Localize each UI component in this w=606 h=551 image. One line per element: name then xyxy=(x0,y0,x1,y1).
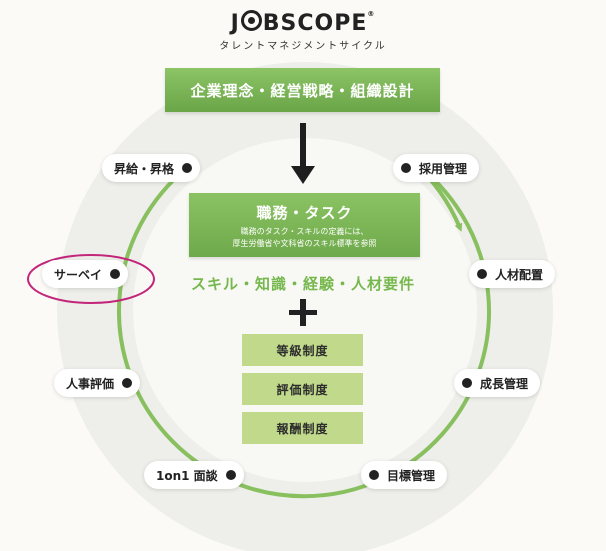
node-placement[interactable]: 人材配置 xyxy=(469,260,556,288)
node-dot xyxy=(401,163,411,173)
plus-vertical xyxy=(300,299,306,326)
node-dot xyxy=(225,470,236,480)
survey-highlight-ellipse xyxy=(27,254,155,304)
node-dot xyxy=(122,378,133,388)
job-task-box: 職務・タスク 職務のタスク・スキルの定義には、 厚生労働省や文科省のスキル標準を… xyxy=(189,193,420,257)
node-promotion[interactable]: 昇給・昇格 xyxy=(102,154,201,182)
node-one-on-one[interactable]: 1on1 面談 xyxy=(144,461,244,489)
node-growth[interactable]: 成長管理 xyxy=(454,369,541,397)
node-label: 目標管理 xyxy=(387,468,436,483)
node-label: 1on1 面談 xyxy=(156,468,218,483)
down-arrow-head xyxy=(291,166,315,184)
corporate-philosophy-banner: 企業理念・経営戦略・組織設計 xyxy=(165,68,440,112)
job-task-description: 職務のタスク・スキルの定義には、 厚生労働省や文科省のスキル標準を参照 xyxy=(232,227,377,248)
node-survey[interactable]: サーベイ xyxy=(42,260,129,288)
node-dot xyxy=(369,470,379,480)
node-dot xyxy=(462,378,472,388)
logo-o-mark xyxy=(240,10,262,31)
skills-requirements-label: スキル・知識・経験・人材要件 xyxy=(190,275,415,293)
job-task-title: 職務・タスク xyxy=(256,204,353,222)
node-label: 人材配置 xyxy=(495,267,544,282)
node-recruitment[interactable]: 採用管理 xyxy=(393,154,480,182)
node-label: 採用管理 xyxy=(419,161,468,176)
node-label: 人事評価 xyxy=(66,376,115,391)
node-evaluation[interactable]: 人事評価 xyxy=(54,369,141,397)
logo-tagline: タレントマネジメントサイクル xyxy=(219,41,387,52)
node-dot xyxy=(477,269,487,279)
grade-system-box: 等級制度 xyxy=(242,334,363,366)
node-dot xyxy=(110,269,121,279)
node-goals[interactable]: 目標管理 xyxy=(361,461,448,489)
node-dot xyxy=(182,163,193,173)
node-label: サーベイ xyxy=(54,267,103,282)
compensation-system-box: 報酬制度 xyxy=(242,412,363,444)
node-label: 昇給・昇格 xyxy=(114,161,175,176)
evaluation-system-box: 評価制度 xyxy=(242,373,363,405)
node-label: 成長管理 xyxy=(480,376,529,391)
